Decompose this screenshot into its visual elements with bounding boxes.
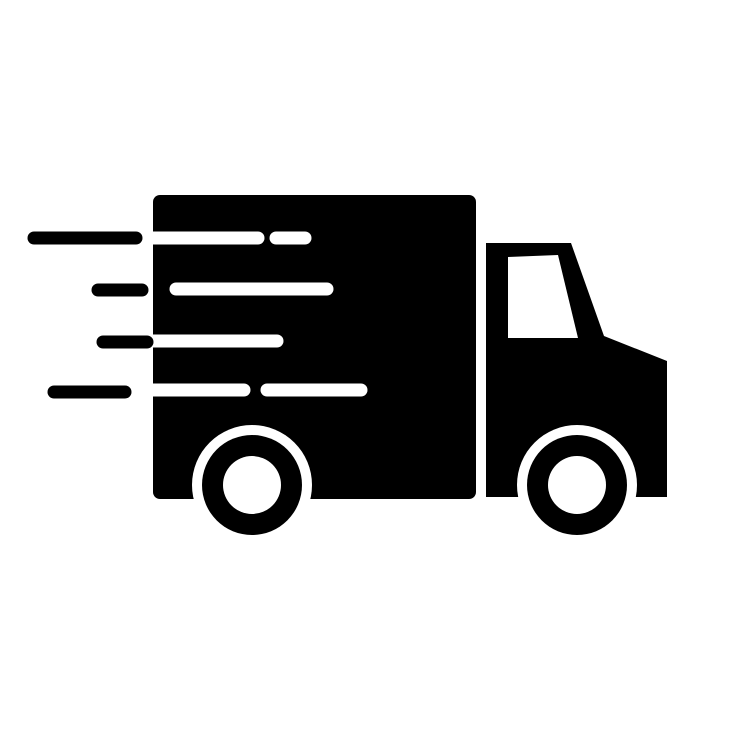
front-wheel-hub [548,456,606,514]
cab-window [508,255,578,338]
rear-wheel-hub [223,456,281,514]
cargo-box [153,195,476,499]
